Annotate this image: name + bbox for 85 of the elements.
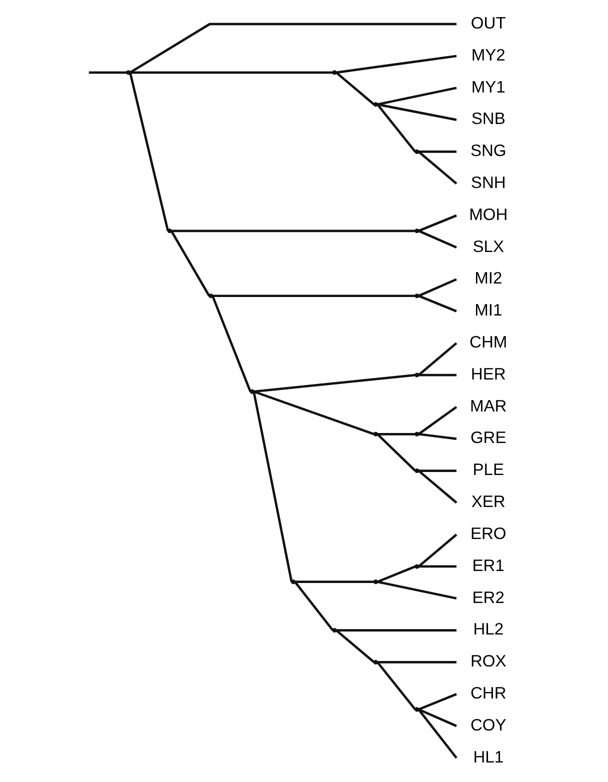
node-point <box>126 70 131 75</box>
node-text: GRE <box>470 428 506 448</box>
node-text: MY1 <box>471 77 506 96</box>
connector <box>418 374 456 376</box>
node-point <box>332 628 337 633</box>
connector <box>418 150 458 185</box>
connector <box>418 342 458 376</box>
node-point <box>373 580 378 584</box>
node-point <box>414 294 420 298</box>
node-text: CHR <box>470 683 506 702</box>
connector <box>418 432 457 440</box>
node-point <box>208 294 214 298</box>
node-point <box>332 70 337 75</box>
node-text: HER <box>470 364 506 384</box>
node-text: ERO <box>470 524 506 543</box>
node-point <box>373 102 378 107</box>
connector <box>171 230 416 232</box>
node-point <box>414 468 420 474</box>
connector <box>418 230 457 248</box>
connector <box>212 294 416 298</box>
connector <box>336 629 456 632</box>
connector <box>418 294 457 312</box>
connector <box>418 565 456 568</box>
node-text: PLE <box>472 460 504 480</box>
connector <box>170 230 210 296</box>
connector <box>376 104 416 152</box>
node-point <box>250 389 254 394</box>
node-text: XER <box>471 492 506 512</box>
node-point <box>373 660 378 664</box>
node-text: MOH <box>469 204 508 224</box>
connector <box>335 72 375 106</box>
connector <box>418 406 458 436</box>
connector <box>211 295 252 392</box>
node-point <box>414 564 420 569</box>
connector <box>335 629 375 664</box>
connector <box>377 103 457 121</box>
node-text: SLX <box>472 236 504 256</box>
connector <box>418 708 458 759</box>
node-text: HL1 <box>473 747 504 766</box>
node-point <box>167 228 172 234</box>
node-text: SNB <box>471 109 506 128</box>
connector <box>376 565 416 583</box>
node-point <box>414 228 420 234</box>
node-text: HL2 <box>473 620 504 639</box>
node-text: CHM <box>470 332 508 352</box>
node-text: MI1 <box>474 300 502 320</box>
connector <box>336 54 457 74</box>
node-point <box>291 580 296 584</box>
node-text: SNH <box>470 172 506 192</box>
connector <box>377 432 416 436</box>
connector <box>418 214 457 232</box>
connector <box>377 86 457 106</box>
node-text: MAR <box>470 396 507 416</box>
connector <box>418 150 456 153</box>
connector <box>418 278 457 297</box>
node-text: COY <box>470 715 506 734</box>
connector <box>377 580 457 600</box>
connector <box>130 71 333 74</box>
node-point <box>373 432 378 436</box>
node-text: MY2 <box>471 45 506 64</box>
connector <box>376 661 416 710</box>
connector <box>88 71 127 74</box>
connector <box>418 693 457 711</box>
node-point <box>414 432 420 436</box>
connector <box>254 374 416 393</box>
node-text: ER1 <box>472 556 504 575</box>
connector <box>295 580 374 584</box>
connector <box>418 708 457 728</box>
connector <box>418 534 458 568</box>
node-text: OUT <box>470 13 506 32</box>
node-text: MI2 <box>474 268 502 288</box>
node-point <box>414 707 420 712</box>
node-point <box>414 149 420 154</box>
connector <box>418 470 458 504</box>
connector <box>128 72 170 232</box>
node-text: ER2 <box>472 588 504 607</box>
node-point <box>414 372 420 378</box>
node-text: SNG <box>470 141 506 160</box>
connector <box>253 390 374 436</box>
connector <box>252 391 293 582</box>
connector <box>376 433 416 472</box>
connector <box>377 661 456 664</box>
connector <box>418 470 456 472</box>
connector <box>294 581 334 632</box>
node-text: ROX <box>470 652 506 671</box>
